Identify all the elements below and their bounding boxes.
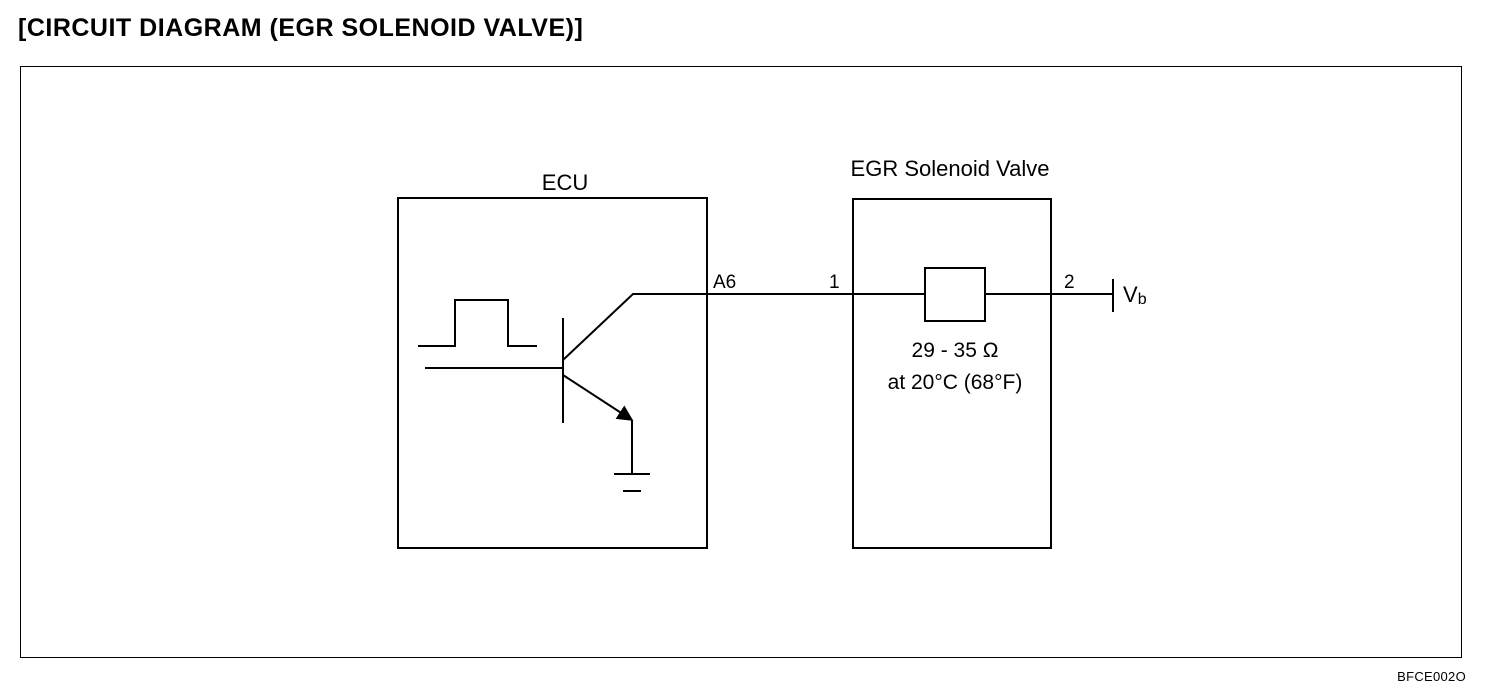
page-title: [CIRCUIT DIAGRAM (EGR SOLENOID VALVE)]: [18, 14, 584, 42]
transistor-emitter-arrow: [562, 374, 634, 421]
ecu-label: ECU: [542, 170, 588, 195]
valve-terminal-1: 1: [829, 272, 840, 293]
diagram-frame: [20, 66, 1462, 658]
supply-voltage-label: Vb: [1123, 282, 1147, 308]
valve-terminal-2: 2: [1064, 272, 1075, 293]
pulse-signal-icon: [418, 299, 537, 347]
supply-voltage-subscript: b: [1138, 291, 1147, 308]
valve-box: [852, 198, 1052, 549]
transistor-collector: [562, 293, 707, 361]
valve-label: EGR Solenoid Valve: [851, 156, 1050, 181]
solenoid-coil: [924, 267, 986, 322]
ground-icon: [614, 473, 650, 492]
figure-code: BFCE002O: [1397, 669, 1466, 684]
coil-resistance: 29 - 35 Ω: [912, 339, 999, 362]
supply-voltage-symbol: V: [1123, 282, 1138, 307]
coil-test-condition: at 20°C (68°F): [888, 371, 1023, 394]
ecu-terminal-a6: A6: [713, 272, 736, 293]
ecu-box: [397, 197, 708, 549]
